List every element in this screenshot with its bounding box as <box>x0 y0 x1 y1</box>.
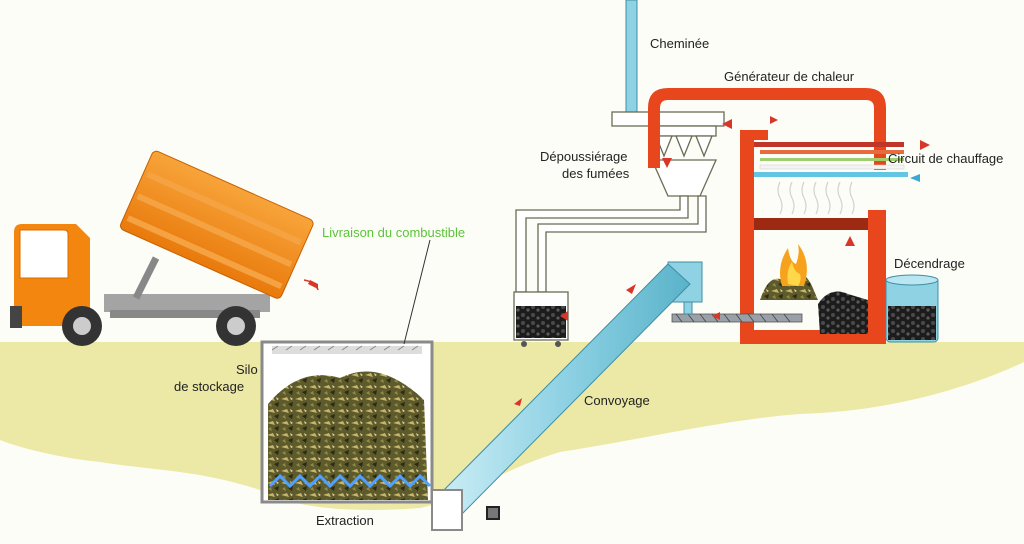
storage-silo <box>260 340 500 531</box>
heating-circuit-pipes <box>754 142 908 177</box>
arrow-cold-in <box>910 174 920 182</box>
arrow-bin-left <box>560 311 568 321</box>
dust-ash-bin <box>513 291 569 347</box>
feed-screw <box>671 313 803 323</box>
dust-removal-system <box>515 111 725 293</box>
heating-circuit-label: Circuit de chauffage <box>888 151 1004 166</box>
extraction-label: Extraction <box>316 513 374 528</box>
arrow-smoke-down <box>662 158 672 168</box>
arrow-gas-right <box>770 116 778 124</box>
arrow-conveyor-up <box>626 284 636 294</box>
arrow-up-boiler <box>845 236 855 246</box>
chimney-label: Cheminée <box>650 36 710 51</box>
combustion-chamber <box>760 244 868 334</box>
arrow-silo-down <box>514 398 522 406</box>
dust-removal-label-line2: des fumées <box>562 166 630 181</box>
heat-wisps <box>777 181 855 215</box>
conveying-label: Convoyage <box>584 393 650 408</box>
truck-bed <box>119 150 314 299</box>
dust-removal-label-line1: Dépoussiérage <box>540 149 628 164</box>
chimney <box>625 0 638 113</box>
arrow-hot-out <box>920 140 930 150</box>
flow-arrows <box>308 116 930 406</box>
ash-removal-bin <box>885 274 939 343</box>
silo-label-line2: de stockage <box>174 379 245 394</box>
arrow-feed-right <box>712 312 720 320</box>
truck <box>10 150 314 346</box>
fuel-delivery-label: Livraison du combustible <box>322 225 466 240</box>
silo-label-line1: Silo <box>236 362 258 377</box>
ash-removal-label: Décendrage <box>894 256 965 271</box>
heat-generator-label: Générateur de chaleur <box>724 69 855 84</box>
arrow-flue-left <box>722 119 732 129</box>
delivery-pointer <box>403 239 431 345</box>
